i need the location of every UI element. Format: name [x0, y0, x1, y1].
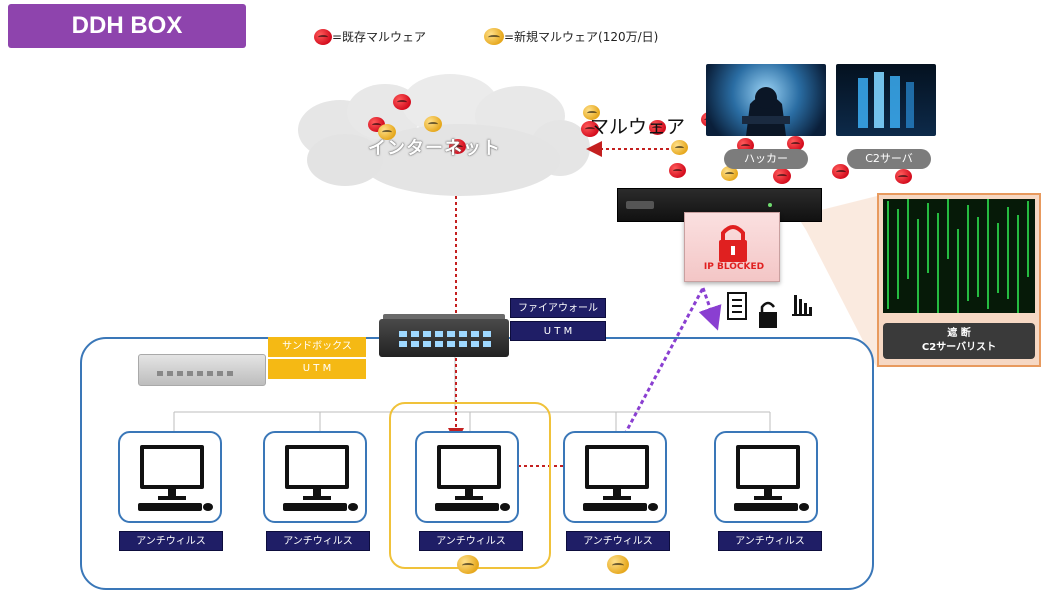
existing-malware-icon [648, 120, 666, 135]
antivirus-label: アンチウィルス [566, 531, 670, 551]
new-malware-icon [607, 555, 629, 574]
padlock-icon [759, 301, 777, 328]
legend-existing: =既存マルウェア [314, 28, 426, 45]
new-malware-icon [721, 166, 739, 181]
new-malware-icon [424, 116, 443, 132]
malware-label: マルウェア [590, 116, 686, 138]
blocklist-line1: 遮 断 [947, 328, 971, 339]
computer-icon [283, 445, 358, 511]
utm-label: U T M [510, 321, 606, 341]
pc-box-infected [563, 431, 667, 574]
zoom-connector [797, 196, 877, 368]
existing-malware-icon [449, 139, 467, 154]
internet-cloud [298, 74, 590, 196]
existing-malware-icon [832, 164, 850, 179]
computer-icon [583, 445, 658, 511]
bar-chart-icon [792, 295, 812, 316]
blocklist-button: 遮 断 C2サーバリスト [883, 323, 1035, 359]
log-list-icon [727, 292, 747, 320]
ip-blocked-card [684, 212, 780, 282]
existing-malware-icon [669, 163, 687, 178]
new-malware-icon [484, 28, 504, 45]
pc-box [263, 431, 367, 523]
pc-box [714, 431, 818, 523]
c2-callback-line [616, 287, 705, 448]
network-lines [173, 356, 771, 432]
report-icons [727, 292, 812, 328]
pc-box-infected [415, 431, 519, 574]
c2-server-label: C2サーバ [847, 149, 931, 169]
matrix-code-visual [883, 199, 1035, 313]
sandbox-label: サンドボックス [268, 337, 366, 357]
antivirus-label: アンチウィルス [266, 531, 370, 551]
hacker-photo [706, 64, 826, 136]
lock-icon [719, 225, 747, 262]
c2-server-photo [836, 64, 936, 136]
new-malware-icon [670, 140, 688, 155]
existing-malware-icon [894, 169, 912, 184]
hacker-label: ハッカー [724, 149, 808, 169]
computer-icon [734, 445, 809, 511]
existing-malware-icon [773, 168, 792, 184]
antivirus-label: アンチウィルス [718, 531, 822, 551]
hacker-icon [742, 87, 790, 136]
server-icon [858, 72, 914, 128]
existing-malware-icon [580, 121, 599, 137]
new-malware-icon [583, 105, 601, 120]
c2-blocklist-panel: 遮 断 C2サーバリスト [877, 193, 1041, 367]
antivirus-label: アンチウィルス [119, 531, 223, 551]
sandbox-utm-label: U T M [268, 359, 366, 379]
legend-new-text: =新規マルウェア(120万/日) [504, 30, 659, 44]
firewall-device-top [383, 314, 505, 322]
existing-malware-icon [393, 94, 411, 110]
new-malware-icon [378, 124, 397, 140]
computer-icon [138, 445, 213, 511]
ip-blocked-text: IP BLOCKED [703, 262, 765, 272]
sandbox-device [138, 354, 266, 386]
blocklist-line2: C2サーバリスト [921, 342, 997, 353]
title-badge: DDH BOX [8, 4, 246, 48]
internet-label: インターネット [368, 138, 501, 159]
legend-new: =新規マルウェア(120万/日) [484, 28, 658, 45]
antivirus-label: アンチウィルス [419, 531, 523, 551]
pc-box [118, 431, 222, 523]
legend-existing-text: =既存マルウェア [332, 30, 427, 44]
firewall-label: ファイアウォール [510, 298, 606, 318]
firewall-device [379, 319, 509, 357]
computer-icon [435, 445, 510, 511]
new-malware-icon [457, 555, 479, 574]
existing-malware-icon [787, 136, 805, 151]
existing-malware-icon [314, 28, 332, 45]
